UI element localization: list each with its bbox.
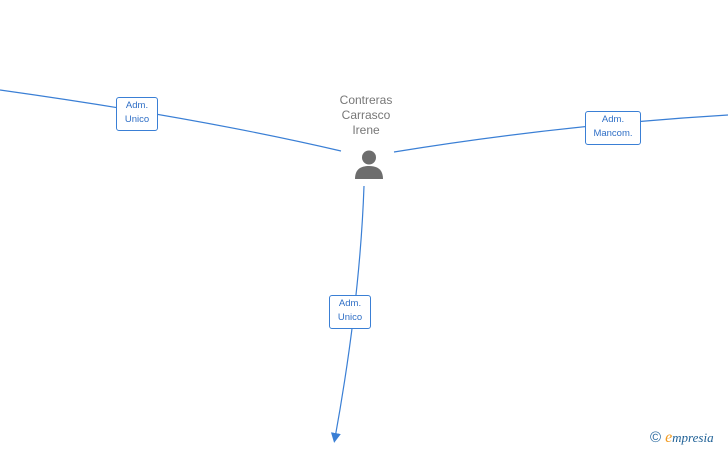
node-name-line-1: Contreras (339, 93, 393, 107)
node-name-line-3: Irene (352, 123, 380, 137)
person-icon[interactable] (353, 149, 385, 179)
edge-label-line-2: Unico (337, 312, 363, 323)
edge-label-line-1: Adm. (125, 100, 149, 111)
brand-footer: ©empresia (650, 429, 714, 447)
edge-label-left[interactable]: Adm. Unico (116, 97, 158, 131)
brand-logo-text: mpresia (672, 430, 714, 445)
node-name-line-2: Carrasco (341, 108, 391, 122)
edge-label-line-1: Adm. (601, 114, 625, 125)
edge-label-line-2: Unico (124, 114, 150, 125)
edge-left[interactable] (0, 89, 342, 152)
edge-label-right[interactable]: Adm. Mancom. (585, 111, 641, 145)
edge-right[interactable] (393, 114, 728, 153)
edge-label-line-2: Mancom. (593, 128, 633, 139)
copyright-icon: © (650, 429, 662, 446)
edge-label-down[interactable]: Adm. Unico (329, 295, 371, 329)
center-node-name[interactable]: Contreras Carrasco Irene (316, 93, 416, 138)
edge-label-line-1: Adm. (338, 298, 362, 309)
brand-logo-initial: e (665, 429, 673, 446)
